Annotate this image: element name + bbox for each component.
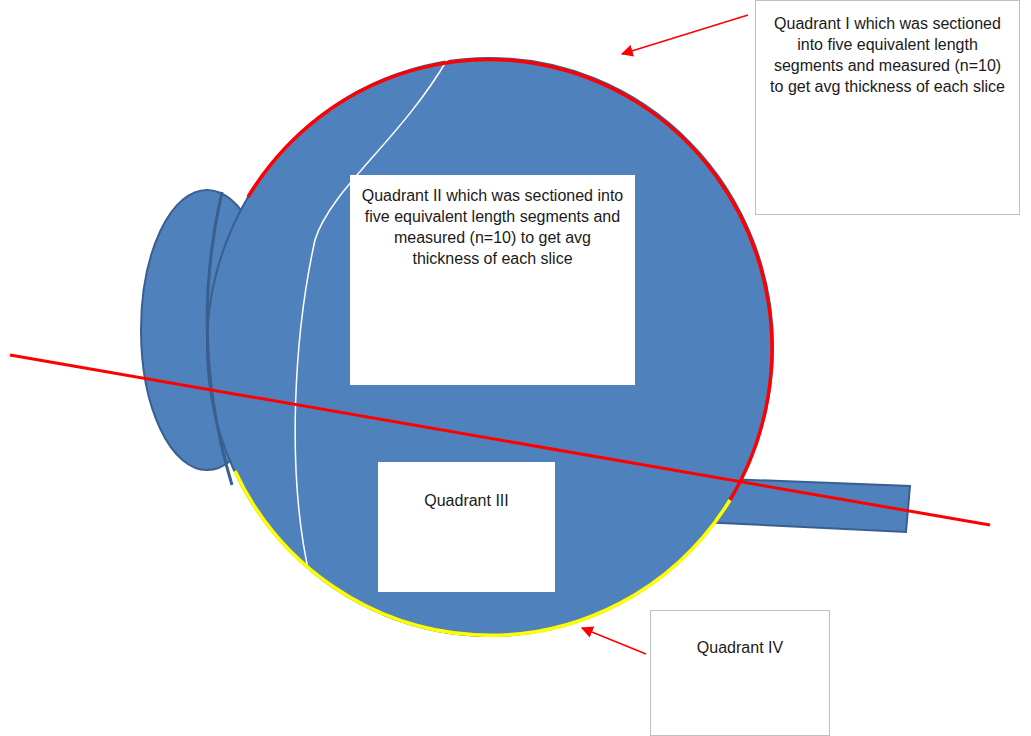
leader-arrow: [622, 15, 748, 54]
label-box: Quadrant II which was sectioned into fiv…: [350, 175, 635, 385]
note-box: Quadrant I which was sectioned into five…: [755, 0, 1020, 215]
quadrant-label: Quadrant I which was sectioned into five…: [766, 13, 1009, 97]
quadrant-label: Quadrant II which was sectioned into fiv…: [360, 185, 625, 269]
limbus-line: [207, 192, 232, 485]
note-box: Quadrant IV: [650, 610, 830, 736]
leader-arrow: [582, 628, 646, 654]
quadrant-label: Quadrant IV: [661, 637, 819, 658]
quadrant-one-arc: [248, 59, 772, 500]
quadrant-label: Quadrant III: [388, 490, 545, 511]
label-box: Quadrant III: [378, 462, 555, 592]
eye-globe: [207, 58, 773, 636]
